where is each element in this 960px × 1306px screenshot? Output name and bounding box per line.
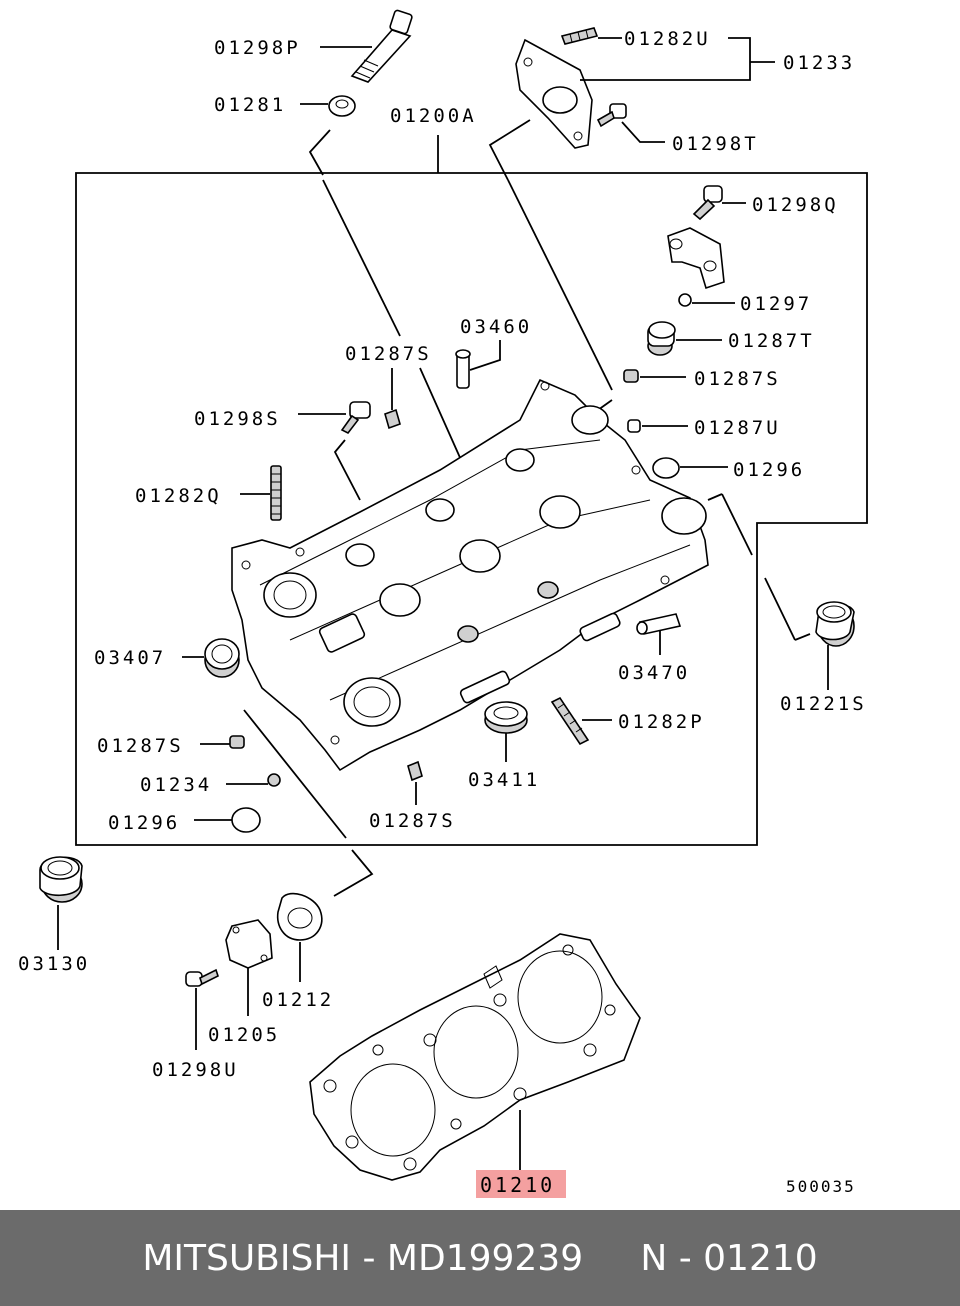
leader-head-to-gasket-a — [243, 709, 347, 839]
leader-seal-01221S-a — [764, 577, 796, 641]
pin-03470-part — [636, 613, 682, 635]
label-01233[interactable]: 01233 — [783, 52, 855, 74]
label-01298Q[interactable]: 01298Q — [752, 194, 839, 216]
seal-03130-part — [39, 856, 83, 903]
label-01221S[interactable]: 01221S — [780, 693, 867, 715]
label-03407[interactable]: 03407 — [94, 647, 166, 669]
label-01298P[interactable]: 01298P — [214, 37, 301, 59]
stud-01282P-part — [550, 696, 590, 746]
bolt-01298T-part — [596, 103, 627, 128]
bracket-01233-part — [515, 38, 593, 149]
bolt-01298P-part — [350, 9, 413, 83]
cylinder-head-part — [231, 378, 709, 772]
cover-01205-part — [225, 919, 273, 969]
head-gasket-01210-part — [309, 933, 641, 1181]
plug-01287S-right-part — [623, 369, 639, 383]
leader-head-seal-b — [721, 493, 753, 556]
label-01287S-right[interactable]: 01287S — [694, 368, 781, 390]
highlight-box — [476, 1170, 566, 1198]
label-01298S[interactable]: 01298S — [194, 408, 281, 430]
pin-03460-part — [455, 349, 471, 389]
leader-bracket-down — [488, 119, 531, 181]
label-01296-left[interactable]: 01296 — [108, 812, 180, 834]
label-01287S-left[interactable]: 01287S — [97, 735, 184, 757]
label-01287S-bottom[interactable]: 01287S — [369, 810, 456, 832]
label-01287U[interactable]: 01287U — [694, 417, 781, 439]
label-01205[interactable]: 01205 — [208, 1024, 280, 1046]
label-01282Q[interactable]: 01282Q — [135, 485, 222, 507]
plug-01287S-bottom-part — [407, 760, 423, 782]
plug-01296-right-part — [652, 457, 680, 479]
label-01210[interactable]: 01210 — [480, 1173, 555, 1197]
label-03130[interactable]: 03130 — [18, 953, 90, 975]
stud-01282Q-part — [270, 465, 282, 521]
label-01212[interactable]: 01212 — [262, 989, 334, 1011]
label-01200A[interactable]: 01200A — [390, 105, 477, 127]
seal-01221S-part — [815, 601, 855, 647]
assembly-frame — [75, 172, 868, 846]
footer-part-text: MITSUBISHI - MD199239 N - 01210 — [142, 1237, 818, 1279]
leader-01298T — [621, 121, 665, 143]
plug-01287S-left-part — [229, 735, 245, 749]
diagram-id: 500035 — [786, 1177, 856, 1196]
label-01296-right[interactable]: 01296 — [733, 459, 805, 481]
leader-01298S-down — [333, 439, 361, 501]
label-03470[interactable]: 03470 — [618, 662, 690, 684]
plug-01287S-top-part — [384, 408, 401, 430]
label-01287S-top[interactable]: 01287S — [345, 343, 432, 365]
cap-01297-part — [667, 227, 725, 307]
leader-washer-to-head — [322, 179, 401, 337]
parts-diagram: 01298P 01281 01200A 01282U 01233 01298T … — [18, 9, 868, 1198]
label-01281[interactable]: 01281 — [214, 94, 286, 116]
plug-01287U-part — [627, 419, 641, 433]
stud-01282U-part — [560, 27, 599, 45]
seal-03411-part — [484, 701, 528, 734]
label-03460[interactable]: 03460 — [460, 316, 532, 338]
label-01298T[interactable]: 01298T — [672, 133, 759, 155]
leader-head-seal-a — [707, 493, 723, 501]
label-01234[interactable]: 01234 — [140, 774, 212, 796]
label-01297[interactable]: 01297 — [740, 293, 812, 315]
plug-01296-left-part — [231, 807, 261, 833]
label-01282P[interactable]: 01282P — [618, 711, 705, 733]
bolt-01298U-part — [185, 968, 219, 987]
seal-03407-part — [204, 638, 240, 678]
leader-head-to-gasket-b — [333, 849, 374, 897]
footer-bar: MITSUBISHI - MD199239 N - 01210 — [0, 1210, 960, 1306]
label-01298U[interactable]: 01298U — [152, 1059, 239, 1081]
leader-03460 — [469, 340, 501, 371]
gasket-01212-part — [276, 892, 323, 941]
leader-01233-group — [580, 37, 751, 81]
plug-01234-part — [267, 773, 281, 787]
label-03411[interactable]: 03411 — [468, 769, 540, 791]
leader-01281-down — [308, 129, 331, 176]
label-01287T[interactable]: 01287T — [728, 330, 815, 352]
leader-seal-01221S-b — [794, 633, 811, 641]
bolt-01298Q-part — [692, 185, 723, 221]
plug-01287T-part — [647, 321, 676, 356]
washer-01281-part — [328, 95, 356, 117]
label-01282U[interactable]: 01282U — [624, 28, 711, 50]
bolt-01298S-part — [340, 401, 371, 435]
leader-bracket-to-head — [507, 179, 613, 391]
